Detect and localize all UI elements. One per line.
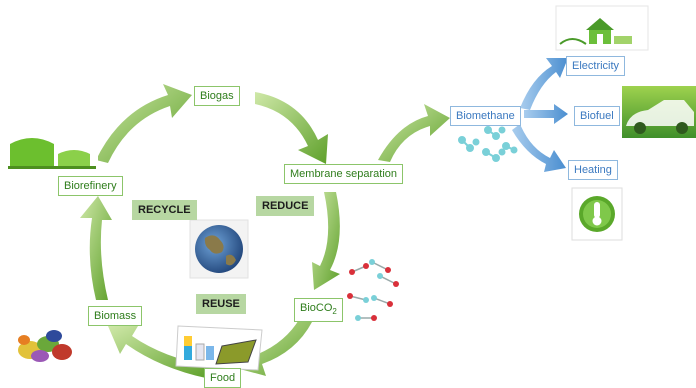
arrow-to-heating xyxy=(512,124,566,172)
bioco2-text: BioCO xyxy=(300,302,333,314)
arrow-to-biofuel xyxy=(524,104,568,124)
arrow-membrane-to-bioco2 xyxy=(312,192,340,290)
biogas-plant-icon xyxy=(8,132,98,170)
node-electricity: Electricity xyxy=(566,56,626,76)
node-biogas: Biogas xyxy=(194,86,240,106)
food-waste-icon xyxy=(14,326,80,364)
arrow-to-electricity xyxy=(520,58,568,110)
diagram-canvas xyxy=(8,5,696,378)
arrow-biomass-to-biorefinery xyxy=(80,196,112,300)
node-heating: Heating xyxy=(568,160,618,180)
node-biomass: Biomass xyxy=(88,306,143,326)
node-food: Food xyxy=(204,368,242,388)
bioco2-subscript: 2 xyxy=(332,307,337,317)
output-arrows xyxy=(512,58,568,172)
molecule-icon xyxy=(458,126,518,162)
tag-recycle: RECYCLE xyxy=(132,200,197,220)
node-biofuel: Biofuel xyxy=(574,106,620,126)
node-membrane-separation: Membrane separation xyxy=(284,164,404,184)
food-lab-icon xyxy=(175,325,263,371)
electric-car-icon xyxy=(622,86,696,138)
earth-globe-icon xyxy=(189,219,249,279)
tag-reuse: REUSE xyxy=(196,294,246,314)
arrow-biogas-to-membrane xyxy=(255,92,328,164)
co2-molecule-icon xyxy=(347,259,399,321)
arrow-membrane-to-biomethane xyxy=(378,104,450,162)
tag-reduce: REDUCE xyxy=(256,196,315,216)
node-biorefinery: Biorefinery xyxy=(58,176,123,196)
node-biomethane: Biomethane xyxy=(450,106,521,126)
thermometer-icon xyxy=(571,187,623,241)
arrow-biorefinery-to-biogas xyxy=(96,84,192,163)
green-house-icon xyxy=(555,5,649,51)
cycle-arrows xyxy=(80,84,450,378)
node-bioco2: BioCO2 xyxy=(294,298,343,323)
